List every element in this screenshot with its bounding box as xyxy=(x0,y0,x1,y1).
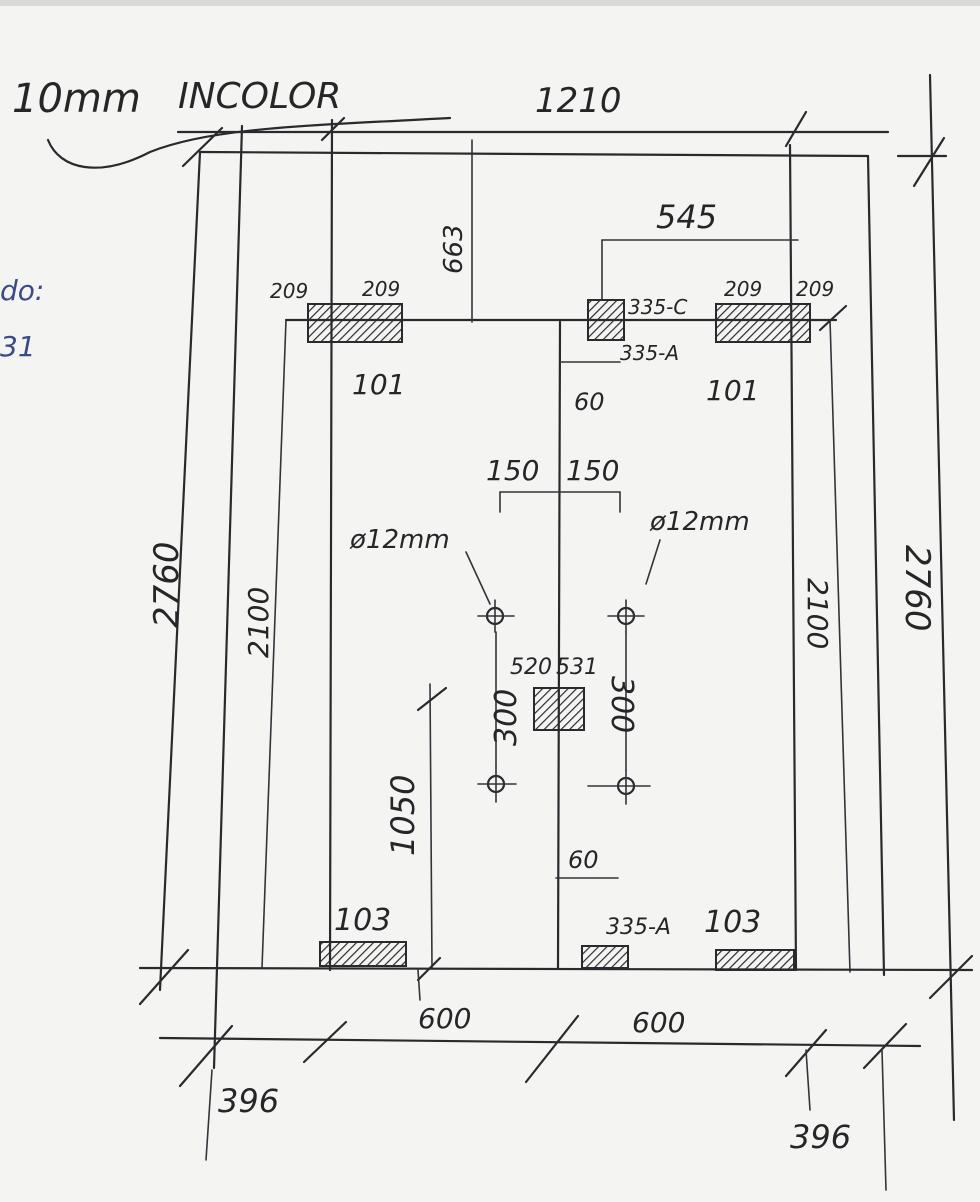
tick-floor-right xyxy=(928,954,974,1000)
title-underline-squiggle xyxy=(46,116,452,169)
hinge-tr-a-label: 209 xyxy=(724,277,762,301)
bottom-right-code-label: 103 xyxy=(704,905,761,940)
bottom-fitting-right xyxy=(715,949,795,971)
bottom-ext-600-left xyxy=(417,969,421,1001)
tick-hinge-tr xyxy=(818,304,848,332)
tick-2760-right-cross xyxy=(912,136,946,188)
tick-bottom-2 xyxy=(302,1020,348,1064)
hole-bottom-right xyxy=(587,769,651,805)
title-material: INCOLOR xyxy=(178,76,341,117)
leader-left xyxy=(465,551,491,605)
hinge-tl-code-label: 101 xyxy=(352,368,405,401)
hole-dia-left-label: ø12mm xyxy=(349,525,450,555)
handle-block xyxy=(533,687,585,731)
panel-right-line xyxy=(788,143,798,972)
hinge-tr-b-label: 209 xyxy=(796,277,834,301)
tick-1050-bottom xyxy=(416,956,442,982)
hinge-top-left xyxy=(307,303,403,343)
handle-right-label: 531 xyxy=(556,655,598,680)
far-right-line xyxy=(928,73,956,1122)
hole-top-right xyxy=(607,599,645,633)
margin-note-2: 31 xyxy=(0,330,36,363)
outer-left-line xyxy=(158,150,202,992)
hole-spacing-right-label: 150 xyxy=(566,454,619,487)
side-ext-far-right xyxy=(881,1049,887,1191)
frame-left-line xyxy=(212,124,244,1070)
tick-bottom-1 xyxy=(178,1024,234,1088)
vertical-300-left-label: 300 xyxy=(489,689,524,746)
gap-60-top-label: 60 xyxy=(574,388,605,416)
panel-height-left-label: 2100 xyxy=(242,587,275,658)
tick-1050-top xyxy=(416,686,448,712)
hole-spacing-left-label: 150 xyxy=(486,454,539,487)
tick-top-right xyxy=(784,110,808,148)
center-meeting-line xyxy=(556,320,562,970)
lock-top-block xyxy=(587,299,625,341)
offset-545-label: 545 xyxy=(656,198,717,236)
panel-height-right-label: 2100 xyxy=(801,578,834,649)
bottom-center-code-label: 335-A xyxy=(606,915,671,940)
top-dim-line-inner xyxy=(198,150,870,158)
vertical-300-right-label: 300 xyxy=(604,676,639,733)
hole-bottom-left xyxy=(477,765,517,803)
side-ext-right xyxy=(805,1049,811,1111)
handle-left-label: 520 xyxy=(510,655,552,680)
hinge-tr-code-label: 101 xyxy=(706,374,759,407)
gap-60-bottom-label: 60 xyxy=(568,846,599,874)
dim-1050-line xyxy=(429,683,433,969)
hinge-tl-a-label: 209 xyxy=(270,279,308,303)
hinge-top-right xyxy=(715,303,811,343)
hole-dia-right-label: ø12mm xyxy=(649,507,750,537)
side-left-label: 396 xyxy=(218,1082,279,1120)
bottom-lock-center xyxy=(581,945,629,969)
bottom-dim-line xyxy=(158,1036,922,1048)
height-left-label: 2760 xyxy=(147,541,187,628)
side-right-label: 396 xyxy=(790,1118,851,1156)
overall-width-label: 1210 xyxy=(535,81,622,121)
paper-top-edge xyxy=(0,0,980,6)
bottom-fitting-left xyxy=(319,941,407,967)
lock-top-c-label: 335-C xyxy=(628,295,687,319)
dim-2100-right-line xyxy=(829,319,851,973)
title-thickness: 10mm xyxy=(12,76,141,122)
lock-top-a-label: 335-A xyxy=(620,341,679,365)
bottom-left-width-label: 600 xyxy=(418,1002,471,1035)
margin-note-1: do: xyxy=(0,274,44,307)
bottom-right-width-label: 600 xyxy=(632,1006,685,1039)
panel-left-line xyxy=(328,118,334,972)
bottom-left-code-label: 103 xyxy=(334,903,391,938)
leader-right xyxy=(645,539,661,585)
outer-right-line xyxy=(866,154,886,977)
floor-line xyxy=(138,966,974,972)
hinge-tl-b-label: 209 xyxy=(362,277,400,301)
dim-2100-left-line xyxy=(261,319,287,969)
top-offset-label: 663 xyxy=(439,224,469,274)
tick-bottom-5 xyxy=(862,1022,908,1070)
height-right-label: 2760 xyxy=(897,545,937,632)
tick-top-left xyxy=(181,126,224,168)
hole-top-left xyxy=(477,599,515,633)
side-ext-left xyxy=(205,1069,213,1161)
tick-bottom-3 xyxy=(524,1014,580,1084)
tick-floor-left xyxy=(138,948,190,1006)
handle-height-label: 1050 xyxy=(384,775,422,856)
